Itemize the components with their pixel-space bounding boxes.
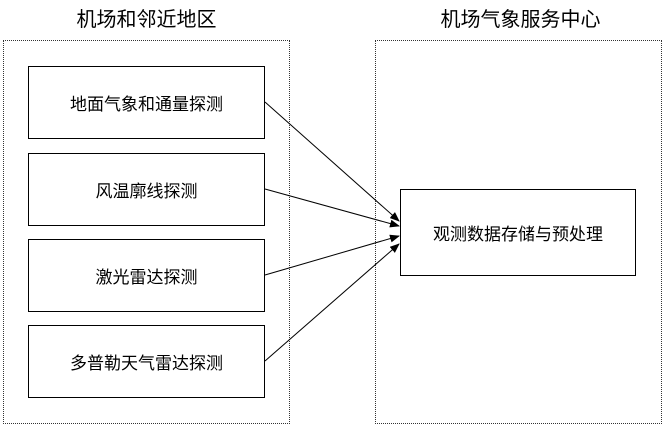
target-box-storage-preprocessing: 观测数据存储与预处理: [400, 189, 636, 276]
source-box-label: 激光雷达探测: [95, 268, 198, 288]
source-box-doppler-radar: 多普勒天气雷达探测: [28, 325, 265, 398]
source-box-label: 风温廓线探测: [95, 182, 198, 202]
source-box-lidar: 激光雷达探测: [28, 239, 265, 312]
source-box-surface-flux: 地面气象和通量探测: [28, 66, 265, 139]
source-box-label: 地面气象和通量探测: [70, 95, 223, 115]
source-box-label: 多普勒天气雷达探测: [70, 354, 223, 374]
airport-region-boundary: [3, 40, 290, 424]
target-box-label: 观测数据存储与预处理: [433, 225, 603, 245]
service-center-region-boundary: [375, 40, 662, 424]
source-box-wind-temperature-profile: 风温廓线探测: [28, 153, 265, 226]
right-region-title: 机场气象服务中心: [440, 7, 601, 31]
left-region-title: 机场和邻近地区: [76, 7, 217, 31]
